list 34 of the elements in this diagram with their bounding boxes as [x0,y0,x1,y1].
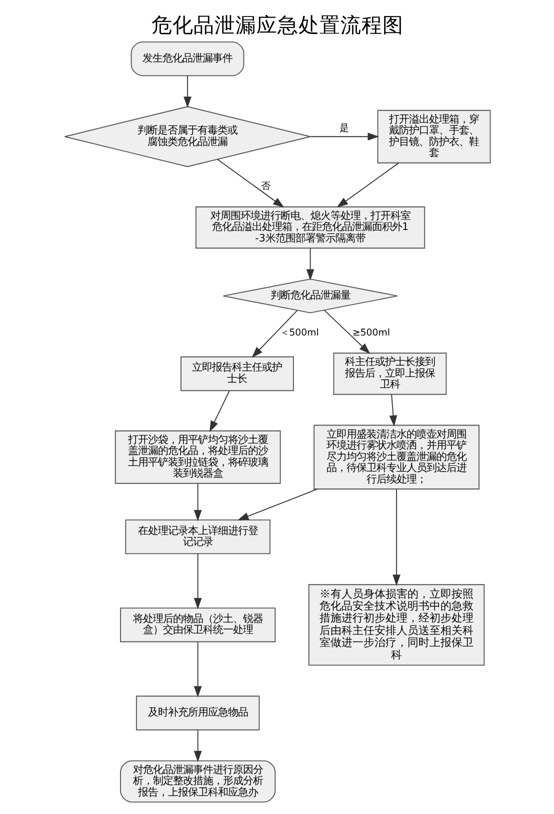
arrow [193,554,202,610]
node-box: 发生危化品泄漏事件 [130,41,244,76]
arrow [336,162,399,208]
node-diamond: 判断危化品泄漏量 [222,278,398,314]
node-box: 立即用盛装清洁水的喷壶对周围环境进行雾状水喷洒，并用平铲尽力均匀将沙土覆盖泄漏的危化品，待保卫科专业人员到达后进行后续处理； [313,424,479,490]
arrow [193,483,202,522]
node-box: 立即报告科主任或护士长 [180,356,294,392]
arrow [193,642,202,698]
arrow [183,75,191,108]
arrow [306,248,314,280]
node-box: 及时补充所用应急物品 [135,696,260,730]
node-box: 在处理记录本上详细进行登记记录 [124,519,270,554]
diagram-title: 危化品泄漏应急处置流程图 [151,13,403,38]
node-box: ※有人员身体损害的，立即按照危化品安全技术说明书中的急救措施进行初步处理，经初步处理后由科主任安排人员送至相关科室做进一步治疗，同时上报保卫科 [308,584,484,666]
arrow [208,390,230,432]
node-box: 打开沙袋，用平铲均匀将沙土覆盖泄漏的危化品，将处理后的沙土用平铲装到拉链袋，将碎玻璃装到锐器盒 [114,430,280,484]
node-box: 打开溢出处理箱，穿戴防护口罩、手套、护目镜、防护衣、鞋套 [376,110,490,164]
node-box: 对危化品泄漏事件进行原因分析，制定整改措施，形成分析报告，上报保卫科和应急办 [120,760,276,802]
arrow [324,310,370,354]
arrow [216,158,284,208]
node-box: 对周围环境进行断电、熄火等处理，打开科室危化品溢出处理箱，在距危化品泄漏面积外1-3米范围部署警示隔离带 [195,206,425,249]
arrow [251,310,298,358]
node-box: 将处理后的物品（沙土、锐器盒）交由保卫科统一处理 [120,608,276,642]
node-diamond: 判断是否属于有毒类或腐蚀类危化品泄漏 [64,106,310,168]
arrow [236,488,318,520]
edge-label: 是 [339,122,348,134]
arrow [392,488,400,586]
edge-label: ≥500ml [352,327,390,338]
arrow [309,132,378,141]
edge-label: ＜500ml [280,327,318,338]
arrow [193,730,202,762]
node-box: 科主任或护士长接到报告后，立即上报保卫科 [332,352,446,395]
edge-label: 否 [260,181,270,192]
arrow [388,394,397,427]
